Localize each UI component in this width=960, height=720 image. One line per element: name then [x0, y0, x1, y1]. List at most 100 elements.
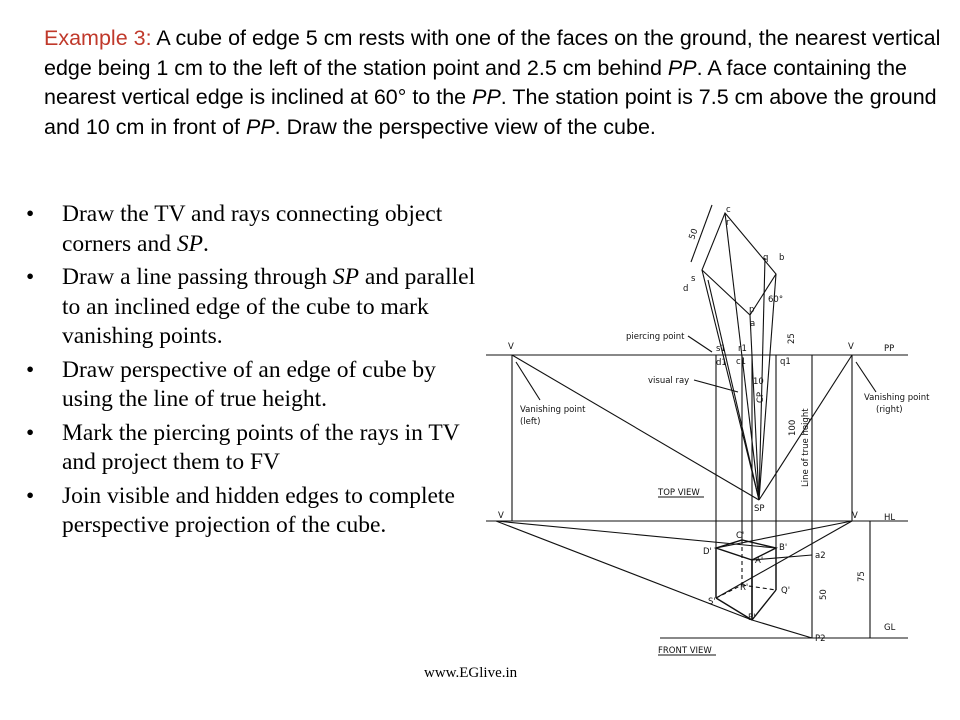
ray-d — [701, 269, 760, 501]
fv-hidden-edge — [715, 584, 743, 599]
problem-text: A cube of edge 5 cm rests with one of th… — [44, 26, 941, 80]
fv-to-vr-bottom — [715, 520, 853, 599]
ray-s — [707, 279, 760, 501]
step-text-sp: SP — [332, 264, 359, 290]
label-hl: HL — [884, 513, 895, 523]
fv-edge — [751, 589, 777, 621]
bullet-marker: • — [26, 264, 35, 290]
label-P: P' — [748, 613, 755, 623]
label-S: S' — [708, 597, 716, 607]
fv-to-vr-top — [715, 520, 853, 549]
step-text: Draw a line passing through — [62, 264, 333, 290]
step-item: • Draw a line passing through SP and para… — [24, 263, 492, 352]
sp-vr-line — [758, 354, 853, 501]
dim-50-front: 50 — [819, 589, 829, 600]
step-text-sp: SP — [176, 230, 203, 257]
fv-a2-line — [751, 554, 813, 561]
label-gl: GL — [884, 623, 896, 633]
example-label: Example 3: — [44, 26, 152, 50]
label-front-view: FRONT VIEW — [658, 646, 712, 656]
label-vp-right-2: (right) — [876, 405, 903, 415]
bullet-marker: • — [26, 356, 35, 383]
problem-text-pp: PP — [667, 55, 697, 80]
label-vl: V — [508, 342, 514, 352]
fv-hidden-edge — [741, 584, 777, 591]
leader-vp-left — [515, 361, 541, 401]
label-vr: V — [848, 342, 854, 352]
dim-100: 100 — [788, 420, 798, 436]
perspective-drawing: c r b q s d p a V V PP HL GL V V SP TOP … — [486, 204, 930, 656]
fv-to-vl-top — [495, 520, 777, 549]
bullet-marker: • — [26, 419, 35, 446]
problem-text-pp: PP — [472, 85, 501, 109]
bullet-marker: • — [26, 201, 35, 227]
problem-statement: Example 3: A cube of edge 5 cm rests wit… — [44, 24, 944, 142]
step-text: Draw the TV and rays connecting object c… — [62, 201, 443, 257]
step-item: • Join visible and hidden edges to comple… — [24, 482, 492, 541]
label-top-view: TOP VIEW — [657, 488, 700, 498]
label-c1: c1 — [736, 357, 746, 367]
label-vp-left-1: Vanishing point — [520, 405, 586, 415]
label-b: b — [779, 253, 784, 263]
label-p2: P2 — [815, 634, 826, 644]
label-vp-right-1: Vanishing point — [864, 393, 930, 403]
dim-50-line — [690, 204, 713, 263]
label-vp-left-2: (left) — [520, 417, 540, 427]
dim-50-top: 50 — [687, 227, 700, 241]
step-text: and parallel to an inclined edge of the … — [62, 264, 476, 349]
ray-q — [758, 257, 766, 501]
fv-p2-line — [751, 619, 813, 639]
leader-piercing — [687, 335, 713, 353]
label-angle-60: 60° — [768, 295, 783, 305]
problem-text-pp: PP — [245, 114, 275, 139]
step-text: . — [202, 230, 209, 257]
label-piercing-point: piercing point — [626, 332, 685, 342]
bullet-marker: • — [26, 482, 35, 509]
label-D: D' — [703, 547, 712, 557]
label-B: B' — [779, 543, 787, 553]
label-r: r — [726, 218, 730, 228]
ray-a — [749, 314, 760, 501]
label-visual-ray: visual ray — [648, 376, 689, 386]
label-d1: d1 — [716, 358, 727, 368]
step-text: Mark the piercing points of the rays in … — [62, 419, 460, 476]
label-p: p — [749, 305, 754, 315]
label-line-true-height: Line of true height — [801, 408, 811, 487]
step-text: Join visible and hidden edges to complet… — [62, 482, 455, 539]
label-vr2: V — [852, 511, 858, 521]
ray-b — [758, 273, 777, 501]
label-a: a — [750, 319, 755, 329]
label-Q: Q' — [781, 586, 790, 596]
sp-vl-line — [511, 354, 760, 501]
label-s1: s1 — [716, 344, 726, 354]
steps-list: • Draw the TV and rays connecting object … — [24, 200, 492, 545]
label-pp: PP — [884, 344, 894, 354]
label-q1: q1 — [780, 357, 791, 367]
fv-edge — [715, 597, 753, 621]
step-item: • Mark the piercing points of the rays in… — [24, 419, 492, 478]
step-text: Draw perspective of an edge of cube by u… — [62, 356, 436, 413]
step-item: • Draw perspective of an edge of cube by … — [24, 356, 492, 415]
problem-text: . The station point is 7.5 cm above the … — [44, 85, 937, 139]
leader-visual-ray — [693, 379, 739, 393]
website-footer: www.EGlive.in — [424, 665, 518, 681]
problem-text: . Draw the perspective view of the cube. — [274, 114, 656, 139]
step-item: • Draw the TV and rays connecting object … — [24, 200, 492, 259]
label-vl2: V — [498, 511, 504, 521]
label-c: c — [726, 205, 731, 215]
leader-vp-right — [855, 361, 877, 393]
label-cp: CP — [756, 392, 766, 403]
label-sp: SP — [754, 504, 765, 514]
label-q: q — [763, 253, 768, 263]
dim-75: 75 — [857, 571, 867, 582]
label-d: d — [683, 284, 688, 294]
label-r1: r1 — [738, 344, 747, 354]
dim-10: 10 — [753, 377, 764, 387]
fv-to-vl-bottom — [495, 520, 753, 621]
label-C: C' — [736, 531, 744, 541]
label-R: R' — [740, 583, 748, 593]
label-a2: a2 — [815, 551, 826, 561]
label-s: s — [691, 274, 696, 284]
problem-text: . A face containing the nearest vertical… — [44, 55, 907, 110]
label-A: A' — [755, 556, 763, 566]
